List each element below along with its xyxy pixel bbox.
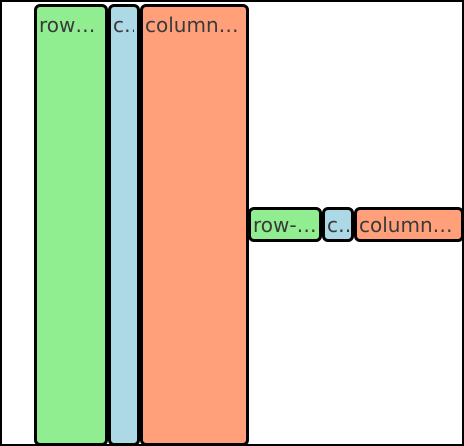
right-item-column: column [322, 207, 354, 242]
left-item-column-label: column [113, 13, 134, 37]
right-item-row-reverse: row-reverse [248, 207, 322, 242]
right-item-row-reverse-label: row-reverse [253, 212, 317, 237]
left-item-column: column [108, 4, 140, 446]
left-item-row-reverse-label: row-reverse [39, 13, 102, 37]
right-item-column-label: column [327, 212, 349, 237]
right-item-column-reverse-label: column-reverse [359, 212, 459, 237]
left-item-column-reverse: column-reverse [140, 4, 249, 446]
left-item-column-reverse-label: column-reverse [145, 13, 243, 37]
right-item-column-reverse: column-reverse [354, 207, 464, 242]
left-item-row-reverse: row-reverse [34, 4, 108, 446]
